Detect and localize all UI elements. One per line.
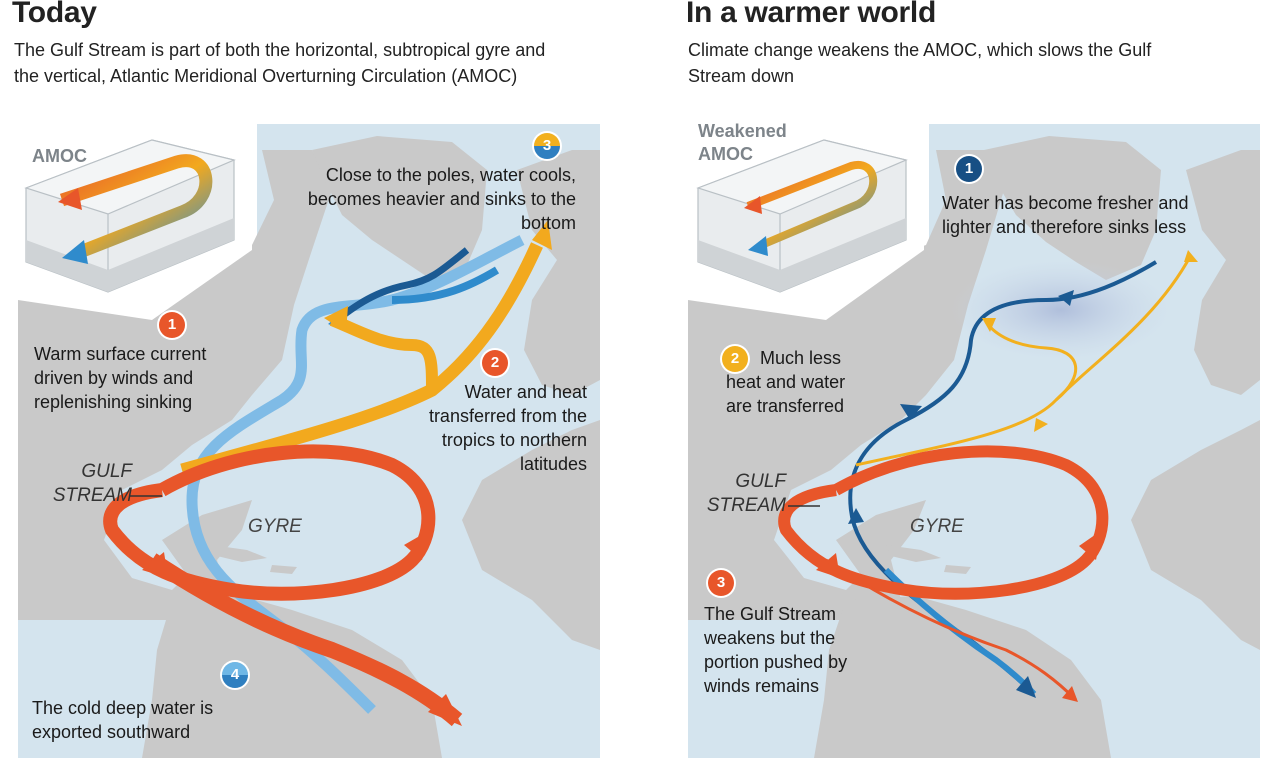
north-sinking-current-b [391,266,500,304]
cold-arrowhead-north [1058,290,1074,306]
callout-3-badge: 3 [708,570,734,596]
freshwater-zone [951,260,1171,360]
cold-arrowhead-mid [900,404,922,420]
heat-transfer-arrowhead [532,220,552,250]
amoc-loop-arrow [59,154,213,259]
callout-1-badge: 1 [956,156,982,182]
gyre-arrowhead-east [1079,530,1102,560]
map-today [12,0,612,764]
amoc-arrowhead-warm [58,188,82,210]
europe-land [1186,150,1260,395]
heat-transfer-current [180,242,543,477]
weakened-amoc-inset [688,120,924,320]
south-america-land [142,596,442,758]
callout-2-badge: 2 [482,350,508,376]
gulf-stream-label: GULF STREAM [52,461,132,506]
heat-loop-arrowhead [324,306,348,332]
outflow-arrowhead [1062,686,1078,702]
callout-1-text: Water has become fresher and lighter and… [942,193,1189,237]
cold-arrowhead-lower [848,508,864,524]
page-title-warmer: In a warmer world [686,0,936,29]
europe-land [517,150,600,395]
gyre-label: GYRE [910,516,964,537]
map-warmer [686,0,1266,764]
greenland-land [984,136,1161,280]
heat-transfer-arrowhead [1184,250,1198,262]
weakened-amoc-label: Weakened AMOC [698,121,787,164]
north-sinking-current [334,247,470,323]
page-title-today: Today [12,0,97,29]
callout-4-badge: 4 [222,662,248,688]
heat-loop-arrowhead [982,318,996,332]
heat-mid-arrowhead [1034,418,1048,432]
amoc-arrowhead-cold [62,240,88,264]
callout-2-badge: 2 [722,346,748,372]
gyre-arrowhead-west [816,553,840,578]
africa-land [462,420,600,650]
heat-loop-current [329,314,438,391]
gyre-current [778,445,1109,600]
callout-2-text: Water and heat transferred from the trop… [428,382,587,474]
gulf-stream-label: GULF STREAM [706,471,786,516]
gyre-label: GYRE [248,516,302,537]
callout-4-text: The cold deep water is exported southwar… [32,698,214,742]
amoc-label: AMOC [32,146,87,166]
amoc-inset [18,120,252,320]
caribbean-islands [212,545,297,574]
cold-arrowhead-south [1016,676,1036,698]
panel-warmer: In a warmer world Climate change weakens… [686,0,1266,764]
callout-1-text: Warm surface current driven by winds and… [34,344,207,412]
callout-3-text: Close to the poles, water cools, becomes… [307,165,576,233]
africa-land [1131,420,1260,650]
callout-2-text: Much less heat and water are transferred [726,348,846,416]
heat-loop-current [984,321,1078,402]
callout-1-badge: 1 [159,312,185,338]
gulf-stream-outflow [147,553,463,727]
gulf-stream-outflow [825,558,1078,702]
caribbean-islands [886,545,971,574]
callout-3-badge: 3 [534,133,560,159]
greenland-land [312,136,487,280]
gyre-arrowhead-east [404,530,430,560]
gyre-current [103,444,436,601]
outflow-arrowhead [428,694,462,726]
south-america-land [814,596,1111,758]
weak-amoc-arrowhead-cold [748,236,768,256]
weak-amoc-arrowhead-warm [744,196,762,214]
weak-amoc-loop-arrow [746,160,878,248]
panel-today: Today The Gulf Stream is part of both th… [12,0,612,764]
callout-3-text: The Gulf Stream weakens but the portion … [704,604,848,696]
subtitle-today: The Gulf Stream is part of both the hori… [14,40,546,86]
subtitle-warmer: Climate change weakens the AMOC, which s… [688,40,1152,86]
